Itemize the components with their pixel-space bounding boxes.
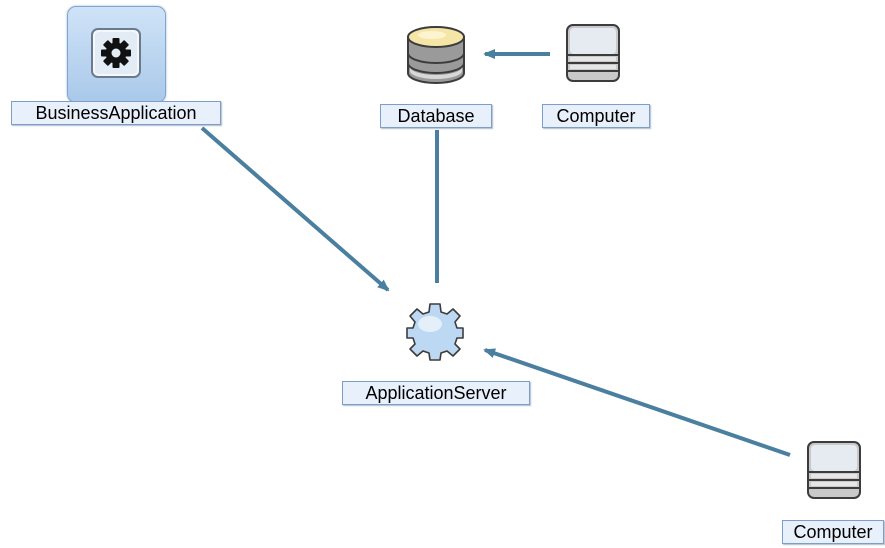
- node-label: ApplicationServer: [342, 381, 530, 405]
- node-label: Computer: [782, 520, 884, 544]
- edge-business-application-to-application-server[interactable]: [200, 126, 390, 292]
- node-computer-bottom[interactable]: Computer: [780, 430, 885, 548]
- node-label: Computer: [542, 104, 650, 128]
- database-icon: [407, 26, 465, 84]
- node-database[interactable]: Database: [378, 20, 496, 132]
- node-label: BusinessApplication: [11, 101, 221, 125]
- node-computer-top[interactable]: Computer: [540, 20, 650, 132]
- node-application-server[interactable]: ApplicationServer: [338, 295, 538, 410]
- app-server-gear-icon: [406, 303, 464, 361]
- gear-icon: [91, 28, 141, 78]
- server-icon: [807, 441, 861, 499]
- node-business-application[interactable]: BusinessApplication: [0, 0, 240, 135]
- edge-computer-to-application-server[interactable]: [483, 348, 791, 457]
- node-label: Database: [380, 104, 492, 128]
- server-icon: [566, 24, 620, 82]
